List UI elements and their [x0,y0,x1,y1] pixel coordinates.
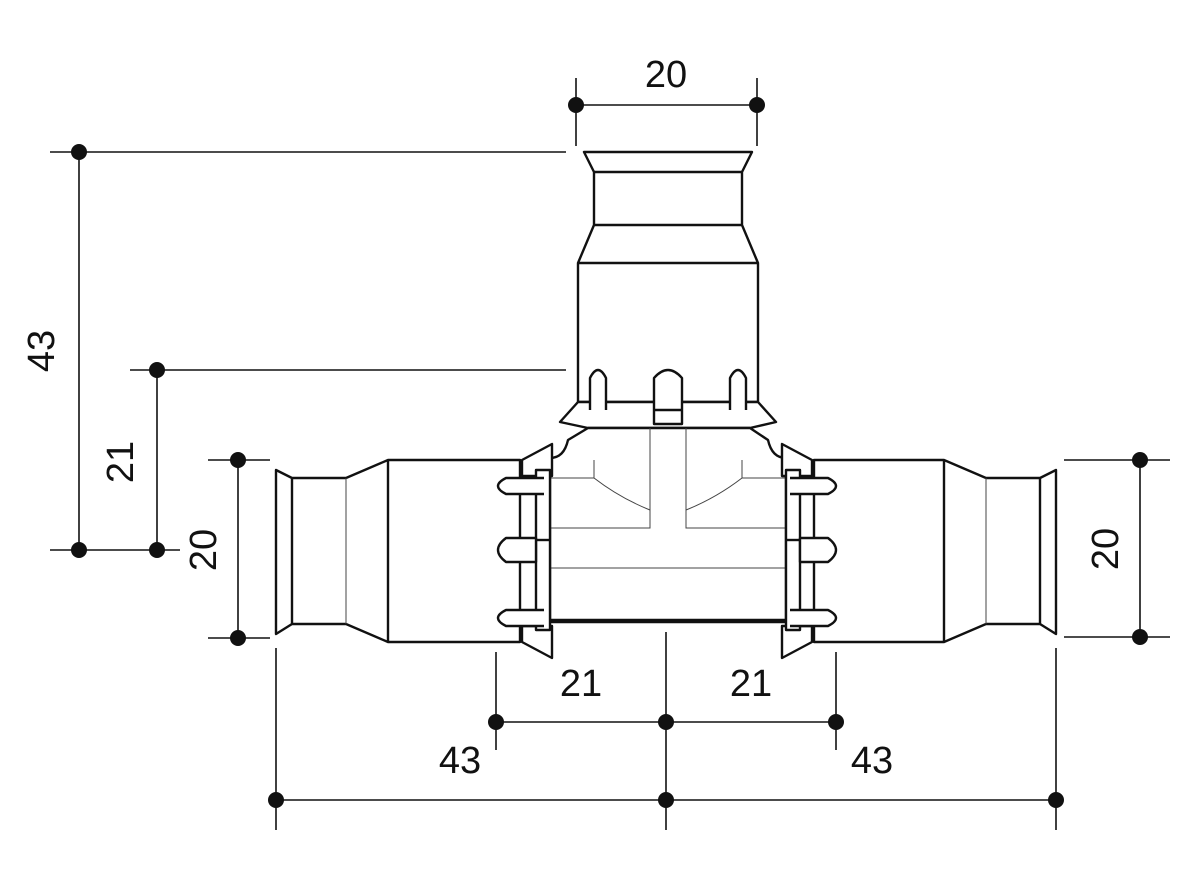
dim-dot [71,144,87,160]
dim-dot [230,630,246,646]
dimension-bottom-overall: 43 43 [268,648,1064,830]
dimension-label-right-port-diameter: 20 [1085,528,1127,570]
dimension-top-width: 20 [568,54,765,146]
dimension-left-overall-height: 43 [21,144,566,558]
dimension-label-bottom-right-overall: 43 [851,740,893,782]
dimension-label-left-inner-height: 21 [100,441,142,483]
dimension-label-bottom-left-overall: 43 [439,740,481,782]
dim-dot [149,542,165,558]
dimension-right-port-diameter: 20 [1064,452,1170,645]
dim-dot [1132,452,1148,468]
dim-dot [1132,629,1148,645]
dim-dot [1048,792,1064,808]
tee-body [548,426,788,624]
dimension-label-top-width: 20 [645,54,687,96]
tee-fitting [274,150,1058,660]
dim-dot [749,97,765,113]
dim-dot [828,714,844,730]
dim-dot [488,714,504,730]
dim-dot [658,714,674,730]
dim-dot [568,97,584,113]
dimension-label-bottom-right-inner: 21 [730,663,772,705]
dim-dot [149,362,165,378]
dimension-label-left-overall-height: 43 [21,330,63,372]
dimension-left-port-diameter: 20 [183,452,270,646]
dim-dot [268,792,284,808]
dim-dot [658,792,674,808]
left-branch [274,442,554,660]
dimension-label-bottom-left-inner: 21 [560,663,602,705]
top-branch [558,150,778,460]
dimension-left-inner-height: 21 [100,362,566,558]
dim-dot [71,542,87,558]
dim-dot [230,452,246,468]
right-branch [780,442,1058,660]
dimension-bottom-inner: 21 21 [488,632,844,830]
dimension-label-left-port-diameter: 20 [183,529,225,571]
